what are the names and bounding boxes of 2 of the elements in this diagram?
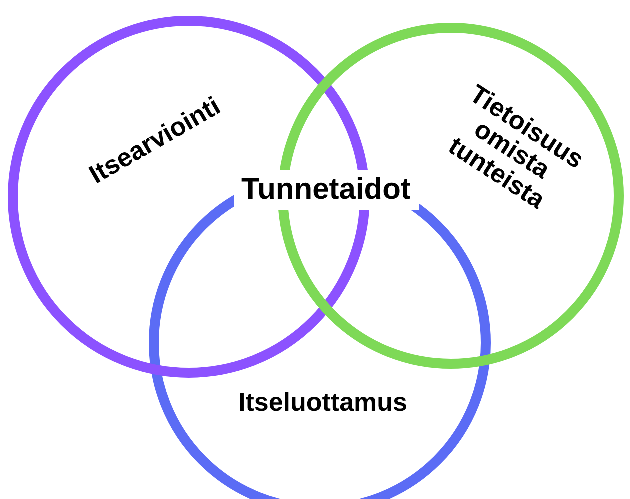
venn-center-title: Tunnetaidot bbox=[234, 170, 419, 210]
circle-label: Itseluottamus bbox=[237, 388, 409, 416]
